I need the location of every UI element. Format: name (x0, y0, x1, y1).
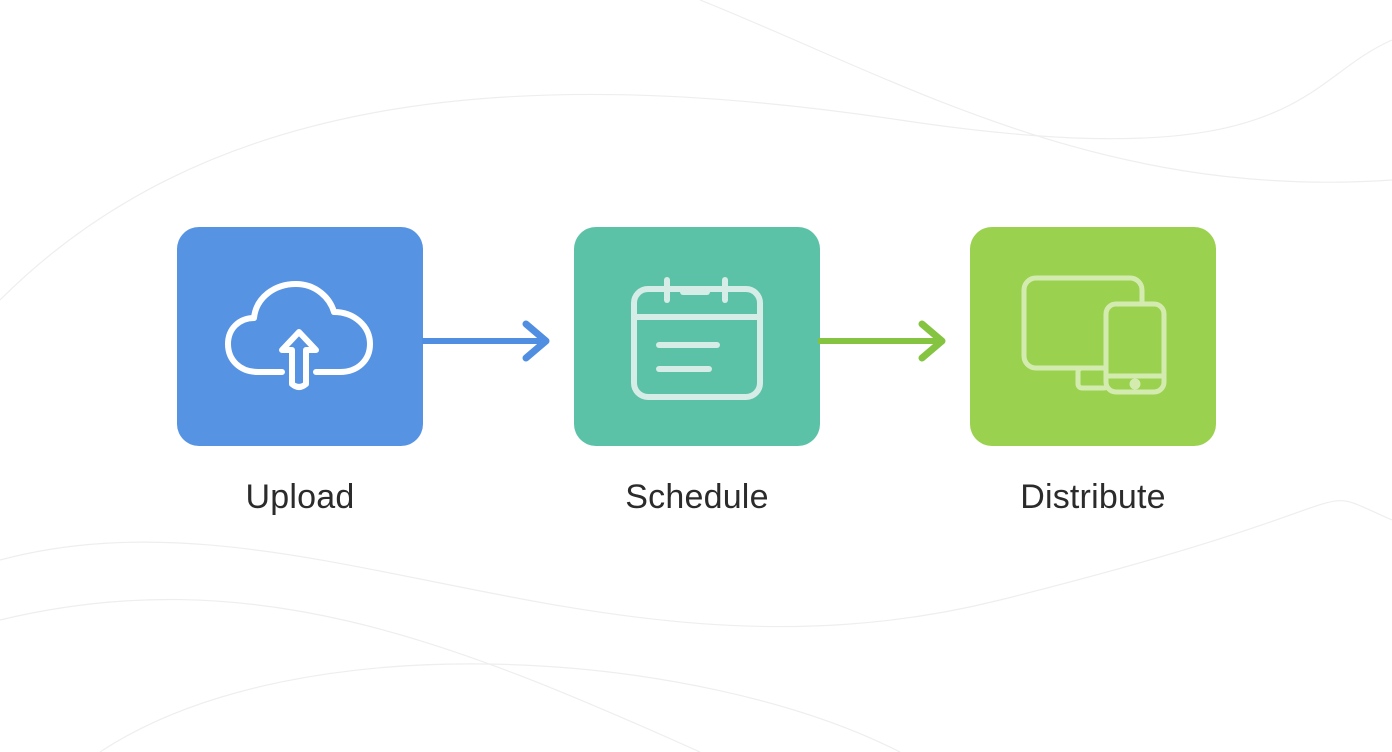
arrow-right-icon (422, 320, 550, 362)
schedule-step (574, 227, 820, 446)
upload-step (177, 227, 423, 446)
distribute-step (970, 227, 1216, 446)
upload-label: Upload (245, 478, 355, 516)
cloud-upload-icon (225, 280, 373, 390)
schedule-label: Schedule (625, 478, 769, 516)
distribute-label: Distribute (1020, 478, 1166, 516)
calendar-icon (631, 276, 763, 400)
arrow-right-icon (818, 320, 946, 362)
devices-icon (1021, 275, 1167, 394)
